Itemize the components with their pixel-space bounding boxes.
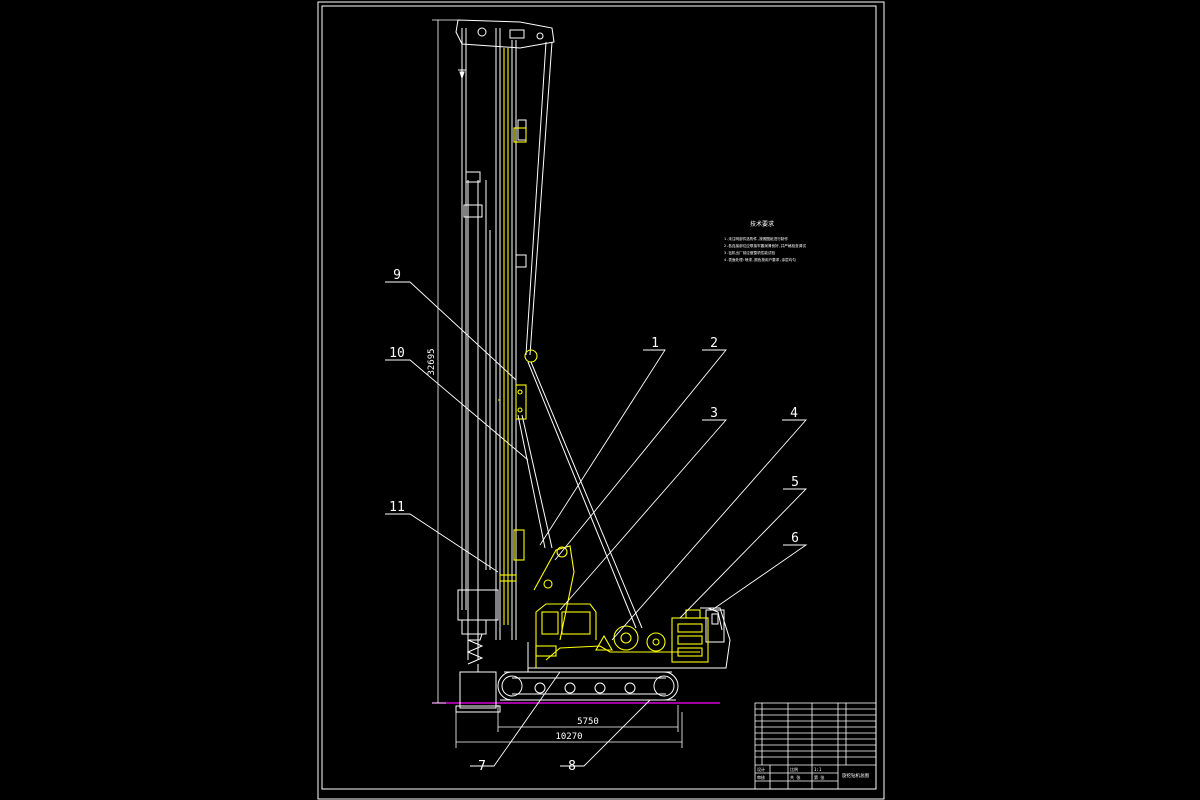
callout-leaders xyxy=(385,281,808,767)
note-line-3: 3.钻机出厂前应做整机性能试验 xyxy=(724,250,775,255)
tb-scale-value: 1:1 xyxy=(814,767,822,772)
technical-notes: 技术要求 1.未注明部件选购件,按照图纸进行制作 2.各连接部位应联接牢靠润滑良… xyxy=(724,220,806,262)
dim-overall-length: 10270 xyxy=(555,732,582,742)
base-machine xyxy=(497,607,731,701)
note-line-2: 2.各连接部位应联接牢靠润滑良好,并严格检查调试 xyxy=(724,243,806,248)
tb-checker: 审核 xyxy=(757,774,765,780)
upper-highlight xyxy=(533,545,709,668)
callout-3: 3 xyxy=(710,406,718,421)
callout-9: 9 xyxy=(393,268,401,283)
callout-4: 4 xyxy=(790,406,798,421)
tb-designer: 设计 xyxy=(757,766,765,772)
callout-labels: 1 2 3 4 5 6 7 8 9 10 11 xyxy=(389,268,799,774)
outer-border xyxy=(317,1,885,800)
notes-title: 技术要求 xyxy=(750,220,774,228)
dimension-lines xyxy=(432,19,683,748)
title-block xyxy=(754,702,877,790)
dim-overall-height: 32695 xyxy=(427,348,437,375)
tb-drawing-name: 旋挖钻机总图 xyxy=(842,772,869,779)
callout-2: 2 xyxy=(710,336,718,351)
callout-11: 11 xyxy=(389,500,405,515)
dim-track-length: 5750 xyxy=(577,717,599,727)
note-line-4: 4.表面处理:喷漆,颜色按用户要求,涂层均匀 xyxy=(724,257,796,262)
callout-10: 10 xyxy=(389,346,405,361)
callout-1: 1 xyxy=(651,336,659,351)
callout-6: 6 xyxy=(791,531,799,546)
callout-7: 7 xyxy=(478,759,486,774)
note-line-1: 1.未注明部件选购件,按照图纸进行制作 xyxy=(724,236,788,241)
tb-sheet-value: 第 张 xyxy=(814,774,824,780)
tb-sheet-label: 共 张 xyxy=(790,774,800,780)
mast-highlight xyxy=(498,48,538,625)
inner-border xyxy=(321,5,877,790)
mast xyxy=(455,19,555,713)
stay-cables xyxy=(517,361,643,629)
callout-8: 8 xyxy=(568,759,576,774)
callout-5: 5 xyxy=(791,475,799,490)
tb-scale-label: 比例 xyxy=(790,766,798,772)
title-block-text: 设计 审核 比例 1:1 共 张 第 张 旋挖钻机总图 xyxy=(757,766,869,780)
